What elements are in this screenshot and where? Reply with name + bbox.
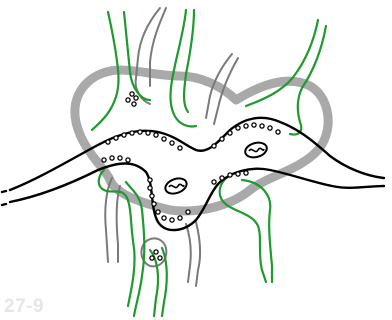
synaptic-vesicle xyxy=(212,180,216,184)
synaptic-vesicle xyxy=(154,250,158,254)
synaptic-vesicle xyxy=(228,173,232,177)
synaptic-vesicle xyxy=(150,256,154,260)
synaptic-vesicle xyxy=(236,126,240,130)
gray-process-lower-center xyxy=(186,224,191,282)
synaptic-vesicle xyxy=(150,194,154,198)
synaptic-vesicle xyxy=(148,186,152,190)
synaptic-vesicle xyxy=(252,123,256,127)
mitochondrion-center xyxy=(163,176,188,197)
synaptic-vesicle xyxy=(134,96,138,100)
gray-process-lower-left-b xyxy=(117,186,120,262)
synaptic-vesicle xyxy=(170,218,174,222)
synaptic-vesicle xyxy=(130,131,134,135)
synaptic-vesicle xyxy=(130,92,134,96)
synaptic-vesicle xyxy=(268,126,272,130)
synaptic-vesicle xyxy=(102,158,106,162)
synaptic-vesicle xyxy=(122,133,126,137)
synaptic-vesicle xyxy=(126,158,130,162)
mitochondrion-right xyxy=(244,140,269,159)
synaptic-vesicle xyxy=(220,137,224,141)
axon-lower-edge xyxy=(10,164,384,231)
glial-sheath xyxy=(75,70,328,211)
synaptic-vesicle xyxy=(118,156,122,160)
gray-processes xyxy=(105,8,238,286)
synaptic-vesicle xyxy=(154,133,158,137)
synaptic-vesicles xyxy=(102,92,280,260)
synaptic-vesicle xyxy=(126,98,130,102)
synaptic-vesicle xyxy=(276,130,280,134)
synaptic-vesicle xyxy=(186,210,190,214)
synaptic-vesicle xyxy=(138,130,142,134)
gray-process-upper-center xyxy=(136,8,160,104)
synaptic-vesicle xyxy=(152,202,156,206)
synaptic-vesicle xyxy=(114,136,118,140)
synaptic-vesicle xyxy=(158,256,162,260)
glial-sheath-outline xyxy=(75,70,328,211)
synaptic-vesicle xyxy=(228,131,232,135)
synaptic-vesicle xyxy=(146,131,150,135)
synaptic-vesicle xyxy=(156,210,160,214)
synaptic-vesicle xyxy=(162,137,166,141)
synaptic-vesicle xyxy=(162,216,166,220)
synaptic-vesicle xyxy=(178,216,182,220)
synaptic-vesicle xyxy=(220,176,224,180)
synaptic-vesicle xyxy=(236,172,240,176)
synaptic-vesicle xyxy=(178,146,182,150)
synaptic-vesicle xyxy=(148,178,152,182)
synaptic-vesicle xyxy=(260,124,264,128)
dendrite-top-center-b xyxy=(184,10,194,112)
synaptic-vesicle xyxy=(170,141,174,145)
gray-process-lower-center-b xyxy=(196,222,200,286)
synaptic-vesicle xyxy=(132,102,136,106)
synaptic-vesicle xyxy=(106,140,110,144)
synaptic-vesicle xyxy=(110,156,114,160)
axon-open-ends xyxy=(2,191,6,205)
synaptic-vesicle xyxy=(212,144,216,148)
figure-label: 27-9 xyxy=(4,296,44,318)
synaptic-vesicle xyxy=(244,124,248,128)
synaptic-vesicle xyxy=(244,171,248,175)
